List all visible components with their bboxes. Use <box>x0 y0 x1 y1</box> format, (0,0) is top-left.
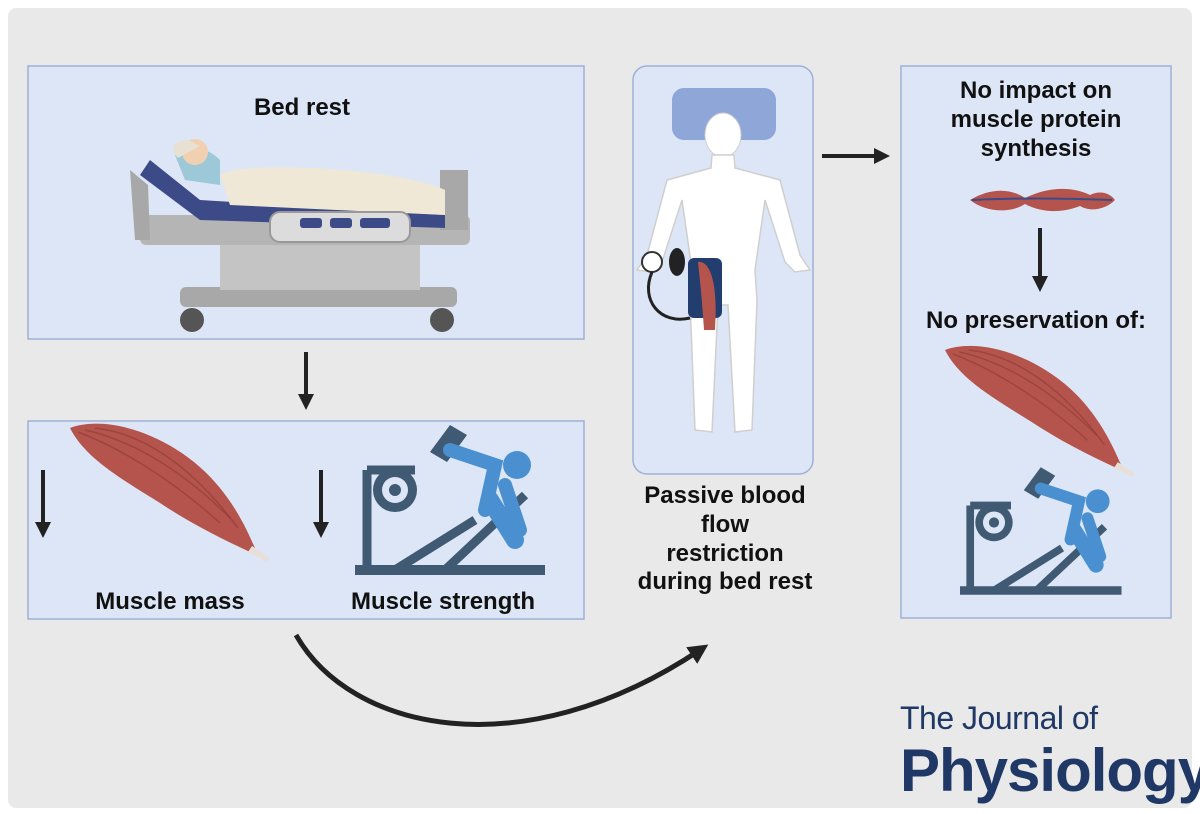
bed-rest-title: Bed rest <box>253 94 351 121</box>
intervention-line: flow <box>701 510 749 538</box>
journal-name-line2: Physiology <box>900 737 1200 804</box>
blood-pressure-cuff-icon <box>641 248 722 330</box>
curved-arrow-icon <box>293 633 709 727</box>
preservation-label: No preservation of: <box>925 307 1147 334</box>
intervention-line: Passive blood <box>644 482 806 509</box>
outcome-panel <box>900 65 1172 619</box>
outcome-title-line: No impact on <box>959 77 1112 104</box>
intervention-label: Passive blood flow restriction during be… <box>600 482 850 597</box>
intervention-line: restriction <box>666 539 784 567</box>
journal-name-line1: The Journal of <box>900 700 1098 736</box>
intervention-line: during bed rest <box>637 568 813 596</box>
outcome-title: No impact on muscle protein synthesis <box>905 77 1167 163</box>
body-outline-icon <box>635 112 812 433</box>
effects-panel <box>27 420 585 620</box>
outcome-title-line: synthesis <box>980 134 1092 162</box>
hospital-bed-icon <box>130 139 470 332</box>
muscle-mass-label: Muscle mass <box>95 588 245 615</box>
outcome-title-line: muscle protein <box>950 105 1122 133</box>
muscle-fiber-icon <box>970 188 1115 212</box>
muscle-strength-label: Muscle strength <box>350 588 536 615</box>
